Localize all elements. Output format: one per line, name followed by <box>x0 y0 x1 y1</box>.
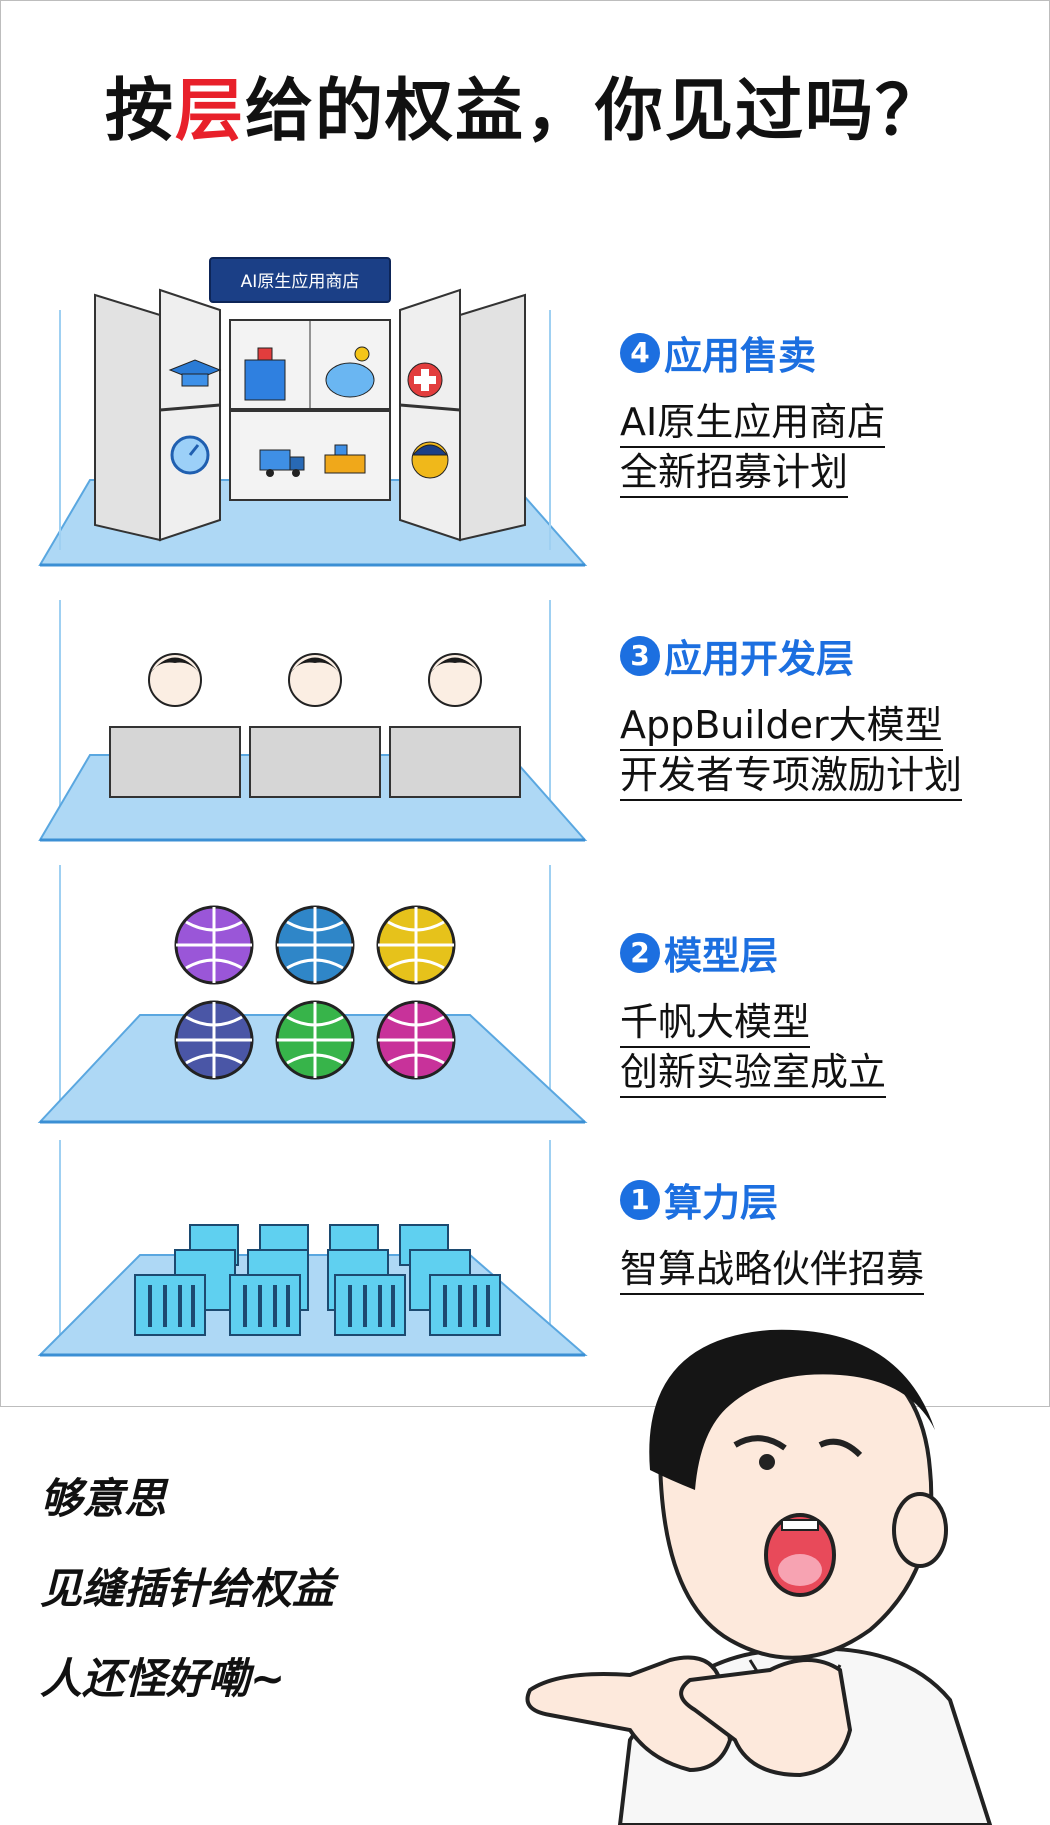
building-icon <box>244 347 286 401</box>
sphere-blue <box>275 905 355 985</box>
layer-1-name: 算力层 <box>664 1181 779 1225</box>
developers-illustration <box>38 600 588 842</box>
caption-line-3: 人还怪好嘞~ <box>40 1654 286 1703</box>
app-store-illustration: AI原生应用商店 <box>38 257 588 567</box>
store-sign <box>209 257 391 303</box>
title-after: 给的权益，你见过吗？ <box>245 72 946 151</box>
character-hair <box>649 1329 935 1490</box>
compute-servers-illustration <box>37 1140 588 1357</box>
layer-1-line-1: 智算战略伙伴招募 <box>620 1245 925 1295</box>
helmet-gear-icon <box>411 441 449 479</box>
title-highlight: 层 <box>174 72 245 151</box>
right-cabinet-door <box>399 288 461 542</box>
sphere-purple <box>174 905 254 985</box>
pointing-hand-left <box>525 1655 733 1773</box>
layer-4-number: 4 <box>620 332 660 373</box>
layer-2-line-2: 创新实验室成立 <box>620 1048 887 1098</box>
model-spheres-illustration <box>37 865 588 1124</box>
layer-4-line-2: 全新招募计划 <box>620 448 849 498</box>
layer-3-line-1: AppBuilder大模型 <box>620 701 943 751</box>
page-title: 按层给的权益，你见过吗？ <box>0 55 1050 154</box>
developer-1 <box>109 653 241 798</box>
sphere-indigo <box>174 1000 254 1080</box>
sphere-yellow <box>376 905 456 985</box>
caption-line-1: 够意思 <box>40 1474 167 1523</box>
layer-4-line-1: AI原生应用商店 <box>620 398 886 448</box>
truck-icon <box>259 449 305 477</box>
layer-3-number: 3 <box>620 635 660 676</box>
shelf-glass <box>37 1254 588 1356</box>
piggy-bank-icon <box>325 346 375 398</box>
title-before: 按 <box>104 72 175 151</box>
layer-2-number: 2 <box>620 932 660 973</box>
medical-cross-icon <box>407 362 443 398</box>
developer-2 <box>249 653 381 798</box>
layer-3-name: 应用开发层 <box>664 637 855 681</box>
sphere-magenta <box>376 1000 456 1080</box>
pointing-character-illustration <box>525 1329 993 1825</box>
pointing-hand-right <box>679 1658 853 1778</box>
gauge-icon <box>170 435 210 475</box>
layer-4-name: 应用售卖 <box>664 334 817 378</box>
layer-2-line-1: 千帆大模型 <box>620 998 811 1048</box>
graduation-cap-icon <box>168 359 222 387</box>
layer-3-line-2: 开发者专项激励计划 <box>620 751 963 801</box>
caption-line-2: 见缝插针给权益 <box>40 1564 335 1613</box>
sphere-green <box>275 1000 355 1080</box>
left-cabinet-door <box>94 293 161 542</box>
layer-1-number: 1 <box>620 1179 660 1220</box>
developer-3 <box>389 653 521 798</box>
store-sign-text: AI原生应用商店 <box>241 272 360 292</box>
factory-icon <box>324 444 366 474</box>
layer-2-name: 模型层 <box>664 934 779 978</box>
